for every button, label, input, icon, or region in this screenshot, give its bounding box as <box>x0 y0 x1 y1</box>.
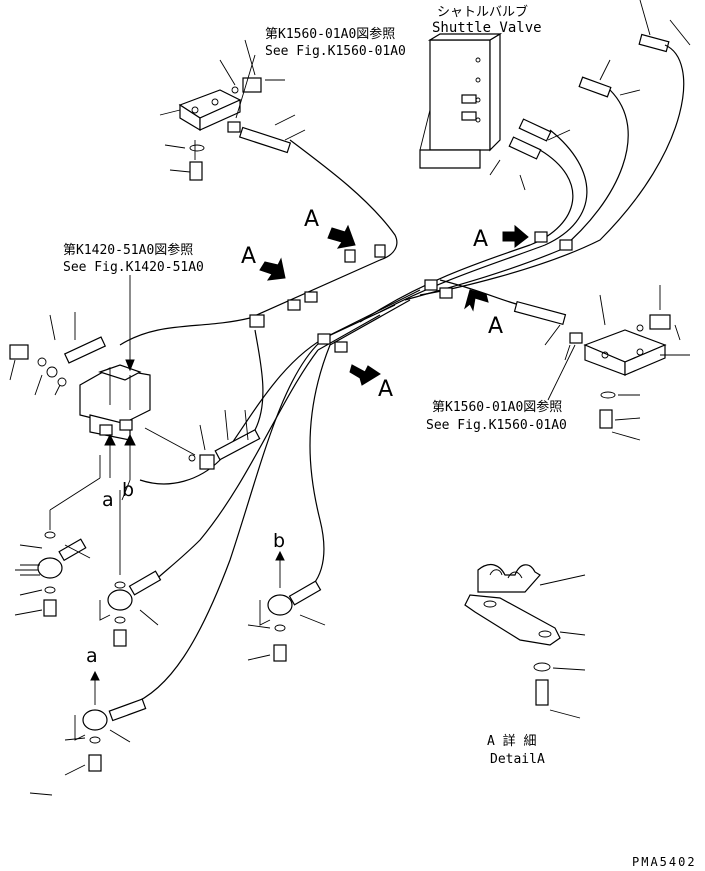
connection-letter-b-upper: b <box>122 479 134 501</box>
view-marker-a-5: A <box>378 377 393 402</box>
right-block <box>513 285 690 441</box>
ref-top-left-jp: 第K1560-01A0図参照 <box>265 26 395 42</box>
shuttle-valve-block <box>419 32 503 169</box>
ref-right-en: See Fig.K1560-01A0 <box>426 418 567 433</box>
detail-label-en: DetailA <box>490 752 545 767</box>
shuttle-valve-label-jp: シャトルバルブ <box>437 4 528 20</box>
top-left-block <box>159 39 306 181</box>
ref-left-en: See Fig.K1420-51A0 <box>63 260 204 275</box>
ref-left-jp: 第K1420-51A0図参照 <box>63 242 193 258</box>
clamps <box>249 231 573 353</box>
ref-right-jp: 第K1560-01A0図参照 <box>432 399 562 415</box>
detail-a <box>464 563 586 719</box>
hose-fittings-top-right <box>489 0 691 191</box>
view-marker-a-2: A <box>241 244 256 269</box>
ppc-valve <box>9 275 261 470</box>
view-marker-a-1: A <box>304 207 319 232</box>
connection-letter-a-upper: a <box>102 489 114 511</box>
hose-bundle <box>119 44 685 706</box>
drawing-code: PMA5402 <box>632 855 697 869</box>
ref-top-left-en: See Fig.K1560-01A0 <box>265 44 406 59</box>
connection-letter-b-lower: b <box>273 530 285 552</box>
view-marker-a-4: A <box>488 314 503 339</box>
detail-label-jp: A 詳 細 <box>487 733 536 749</box>
view-marker-a-3: A <box>473 227 488 252</box>
shuttle-valve-label-en: Shuttle Valve <box>432 20 542 36</box>
connection-letter-a-lower: a <box>86 645 98 667</box>
lower-fittings <box>14 433 326 796</box>
view-arrows <box>259 224 529 386</box>
